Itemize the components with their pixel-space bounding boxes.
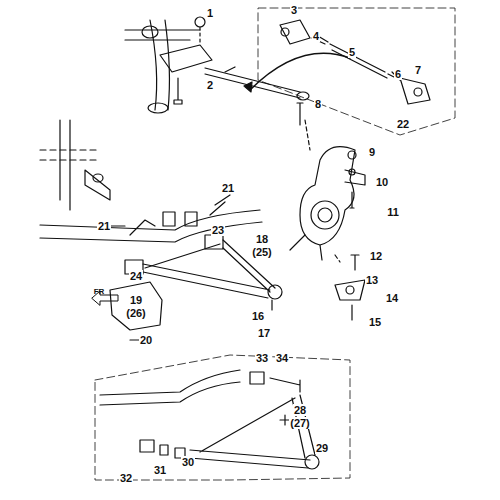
callout-number: (27) — [289, 417, 311, 429]
callout-number: 5 — [348, 46, 356, 58]
callout-number: 21 — [97, 220, 111, 232]
callout-number: (25) — [251, 246, 273, 258]
callout-number: 33 — [255, 352, 269, 364]
callout-number: 20 — [139, 334, 153, 346]
callout-number: 4 — [312, 30, 320, 42]
callout-number: 17 — [257, 327, 271, 339]
callout-number: 31 — [153, 464, 167, 476]
callout-number: 1 — [206, 7, 214, 19]
callout-number: 13 — [365, 274, 379, 286]
callout-number: 28 — [293, 404, 307, 416]
callout-number: 16 — [251, 310, 265, 322]
callout-number: 6 — [394, 68, 402, 80]
callout-number: 3 — [290, 4, 298, 16]
callout-number: 8 — [314, 98, 322, 110]
callout-number: 11 — [386, 206, 400, 218]
callout-number: 15 — [368, 316, 382, 328]
callout-number: 29 — [315, 442, 329, 454]
callout-number: 24 — [129, 270, 143, 282]
callout-number: FR — [93, 286, 106, 298]
callout-number: 14 — [385, 292, 399, 304]
callout-number: 19 — [129, 294, 143, 306]
callout-number: 10 — [375, 176, 389, 188]
callout-number: 32 — [119, 472, 133, 484]
callout-number: 21 — [221, 182, 235, 194]
callout-number: 2 — [206, 79, 214, 91]
callout-number: 18 — [255, 233, 269, 245]
callout-number: 22 — [396, 118, 410, 130]
callout-number: (26) — [125, 307, 147, 319]
callout-number: 23 — [211, 224, 225, 236]
callout-number: 7 — [414, 64, 422, 76]
callout-number: 9 — [368, 146, 376, 158]
callout-number: 12 — [369, 250, 383, 262]
callout-number: 30 — [181, 456, 195, 468]
callout-number: 34 — [275, 352, 289, 364]
